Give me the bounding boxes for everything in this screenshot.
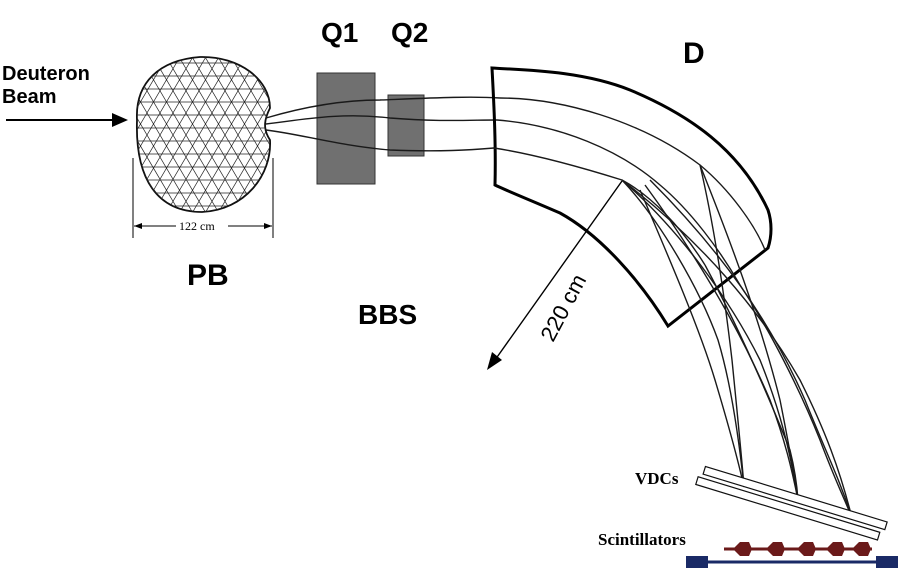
mesh-line [136,56,198,212]
ball-outline [136,56,271,213]
label-q1: Q1 [321,17,358,48]
mesh-line [200,56,271,212]
mesh-line [213,56,271,212]
label-vdcs: VDCs [635,469,679,488]
mesh-line [148,56,250,212]
scintillator-element [826,542,845,556]
label-deuteron: Deuteron [2,63,90,85]
label-pb-width: 122 cm [179,219,215,233]
dipole-rays [493,97,766,286]
scintillator-array [686,542,898,568]
vdc-planes [695,465,888,541]
mesh-line [161,56,263,212]
beam-group: Deuteron Beam [2,63,128,127]
scintillator-end-right [876,556,898,568]
quadrupole-q2 [387,94,425,157]
scintillator-element [766,542,785,556]
down-left-arrow-icon [487,180,623,370]
beam-trajectories [265,96,501,152]
label-scintillators: Scintillators [598,530,686,549]
scintillator-element [733,542,752,556]
pb-dimension: 122 cm [132,158,274,238]
mesh-line [226,56,271,212]
mesh-line [136,56,211,212]
label-bbs: BBS [358,299,417,330]
label-pb: PB [187,259,229,292]
label-d: D [683,37,705,70]
label-q2: Q2 [391,17,428,48]
mesh-line [136,56,185,212]
mesh-line [239,56,271,212]
plastic-ball-detector [136,56,271,213]
quadrupole-q1 [316,72,376,185]
right-arrow-icon [6,113,128,127]
mesh-line [136,56,185,212]
mesh-line [136,56,237,212]
vdc-plane-2 [695,476,881,541]
label-radius: 220 cm [535,270,591,345]
mesh-line [136,56,172,212]
scintillator-element [797,542,816,556]
scintillator-element [852,542,871,556]
label-beam: Beam [2,86,56,108]
mesh-line [187,56,271,212]
mesh-line [226,56,271,212]
scintillator-end-left [686,556,708,568]
dipole-magnet [490,66,773,329]
focal-rays [621,164,853,519]
vdc-plane-1 [702,465,888,531]
